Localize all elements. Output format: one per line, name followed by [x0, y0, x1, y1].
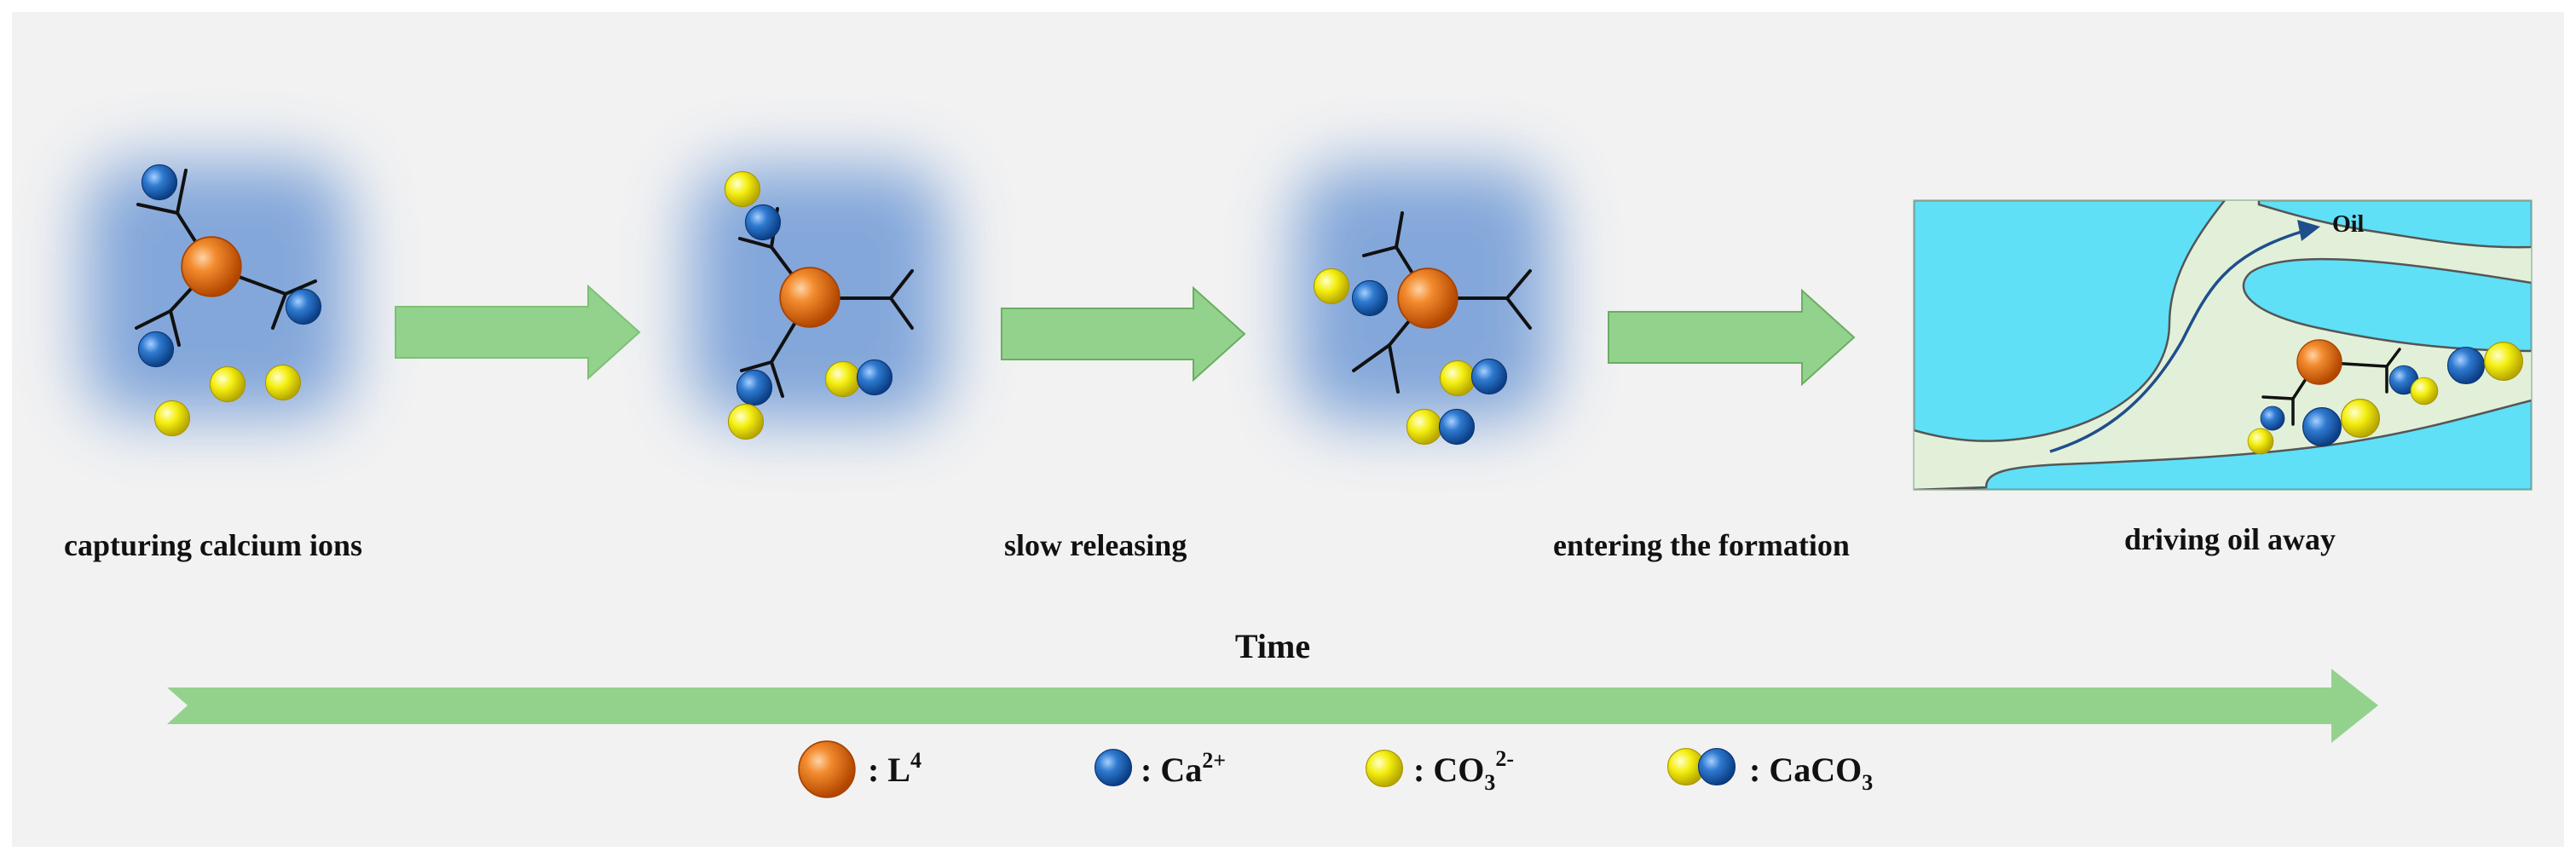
- rock-grain-bottom: [1914, 399, 2532, 490]
- stage-label-capturing: capturing calcium ions: [64, 528, 362, 562]
- carbonate-ion: [1313, 268, 1350, 305]
- carbonate-ion: [209, 365, 246, 403]
- ligand-core: [1397, 268, 1458, 329]
- formation-frame: [1913, 199, 2533, 491]
- oil-flow-arrowhead: [2297, 220, 2320, 241]
- legend: : L4 : Ca2+ : CO32- : CaCO3: [798, 740, 1873, 798]
- calcium-ion: [856, 359, 893, 396]
- oil-flow-arrow: [2049, 230, 2302, 453]
- legend-item-ligand: : L4: [798, 740, 921, 798]
- calcium-ion: [2302, 407, 2342, 447]
- calcium-ion: [1351, 279, 1389, 317]
- carbonate-ion: [1439, 360, 1476, 397]
- calcium-ion: [2446, 346, 2486, 385]
- carbonate-ion: [2410, 377, 2439, 406]
- blue-sphere-icon: [1094, 748, 1133, 787]
- calcium-ion: [2260, 406, 2285, 431]
- carbonate-ion: [2341, 399, 2380, 439]
- yellow-sphere-icon: [1365, 749, 1404, 788]
- calcium-ion: [736, 369, 773, 406]
- ligand-core: [181, 236, 242, 297]
- process-arrow-1: [395, 284, 641, 381]
- stage-label-entering: entering the formation: [1553, 528, 1850, 562]
- rock-grain-top-right: [2257, 200, 2532, 249]
- legend-item-calcium: : Ca2+: [1094, 748, 1226, 789]
- calcium-ion: [1470, 358, 1508, 395]
- orange-sphere-icon: [798, 740, 856, 798]
- process-arrow-3: [1608, 288, 1856, 387]
- time-label: Time: [1235, 627, 1310, 665]
- stage-label-driving: driving oil away: [2124, 522, 2336, 556]
- rock-grain-upper-left: [1914, 200, 2227, 442]
- ligand-core: [779, 267, 840, 328]
- carbonate-ion: [264, 364, 302, 401]
- carbonate-ion: [153, 400, 191, 437]
- legend-text-carbonate: : CO32-: [1413, 746, 1514, 795]
- legend-text-calcium: : Ca2+: [1141, 748, 1226, 789]
- carbonate-ion: [1406, 408, 1443, 446]
- legend-item-calcium-carbonate: : CaCO3: [1666, 747, 1873, 795]
- calcium-ion: [137, 331, 175, 368]
- calcium-ion: [141, 164, 178, 201]
- legend-text-calcium-carbonate: : CaCO3: [1749, 751, 1873, 795]
- time-arrow: [167, 669, 2378, 743]
- carbonate-ion: [824, 360, 862, 398]
- carbonate-ion: [2484, 342, 2523, 381]
- legend-item-carbonate: : CO32-: [1365, 746, 1514, 795]
- legend-text-ligand: : L4: [868, 748, 921, 789]
- oil-label: Oil: [2332, 211, 2365, 238]
- carbonate-ion: [724, 170, 761, 208]
- calcium-ion: [285, 288, 322, 325]
- rock-grain-right: [2242, 257, 2532, 353]
- blue-sphere-icon: [1697, 747, 1736, 786]
- carbonate-ion: [2247, 428, 2274, 455]
- stage-label-slow-releasing: slow releasing: [1004, 528, 1187, 562]
- ligand-core: [2296, 339, 2342, 385]
- calcium-ion: [744, 204, 782, 241]
- process-arrow-2: [1001, 285, 1246, 383]
- carbonate-ion: [727, 403, 765, 440]
- calcium-ion: [1438, 408, 1476, 446]
- formation-panel: [1914, 200, 2532, 490]
